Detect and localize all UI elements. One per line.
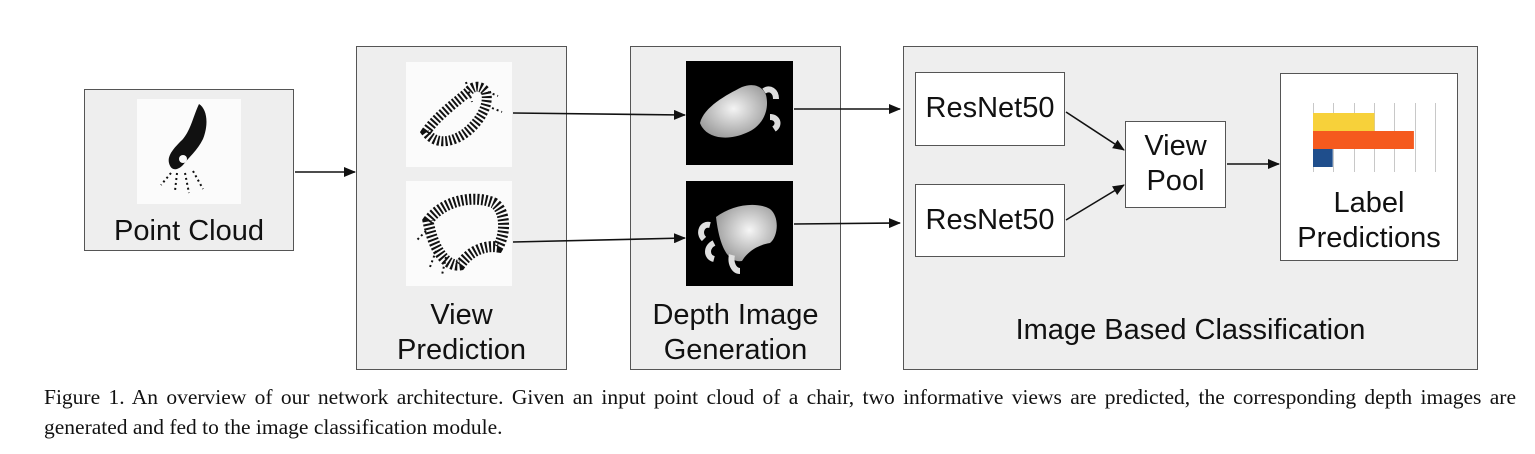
arrow-resnet-bottom-to-pool xyxy=(1065,184,1125,221)
arrow-view-bottom-to-depth xyxy=(512,233,686,244)
label-bar-blue xyxy=(1313,149,1333,167)
depth-generation-label-line1: Depth Image xyxy=(652,299,819,331)
resnet-top-label: ResNet50 xyxy=(925,92,1055,124)
label-bar-orange xyxy=(1313,131,1414,149)
point-cloud-label: Point Cloud xyxy=(114,215,264,247)
label-predictions-label-line2: Predictions xyxy=(1297,222,1441,254)
classification-label: Image Based Classification xyxy=(1015,314,1366,346)
label-bar-yellow xyxy=(1313,113,1375,131)
point-cloud-image xyxy=(137,99,241,204)
resnet-bottom-label: ResNet50 xyxy=(925,204,1055,236)
label-predictions-label-line1: Label xyxy=(1333,187,1405,219)
view-prediction-label-line2: Prediction xyxy=(397,334,526,366)
label-predictions-box xyxy=(1280,73,1458,261)
depth-image-bottom xyxy=(686,181,793,286)
arrow-resnet-top-to-pool xyxy=(1065,111,1125,151)
arrow-depth-bottom-to-resnet xyxy=(793,218,901,229)
label-bar-chart xyxy=(1313,103,1436,172)
view-pool-box xyxy=(1125,121,1226,208)
view-prediction-label-line1: View xyxy=(430,299,493,331)
depth-image-top xyxy=(686,61,793,165)
arrow-view-top-to-depth xyxy=(512,109,686,120)
view-image-bottom xyxy=(406,181,512,286)
depth-generation-label-line2: Generation xyxy=(663,334,808,366)
view-pool-label-line1: View xyxy=(1144,130,1207,162)
view-image-top xyxy=(406,62,512,167)
resnet-bottom-box xyxy=(915,184,1065,257)
view-pool-label-line2: Pool xyxy=(1146,165,1205,197)
figure-caption: Figure 1. An overview of our network arc… xyxy=(44,385,1516,439)
resnet-top-box xyxy=(915,72,1065,146)
